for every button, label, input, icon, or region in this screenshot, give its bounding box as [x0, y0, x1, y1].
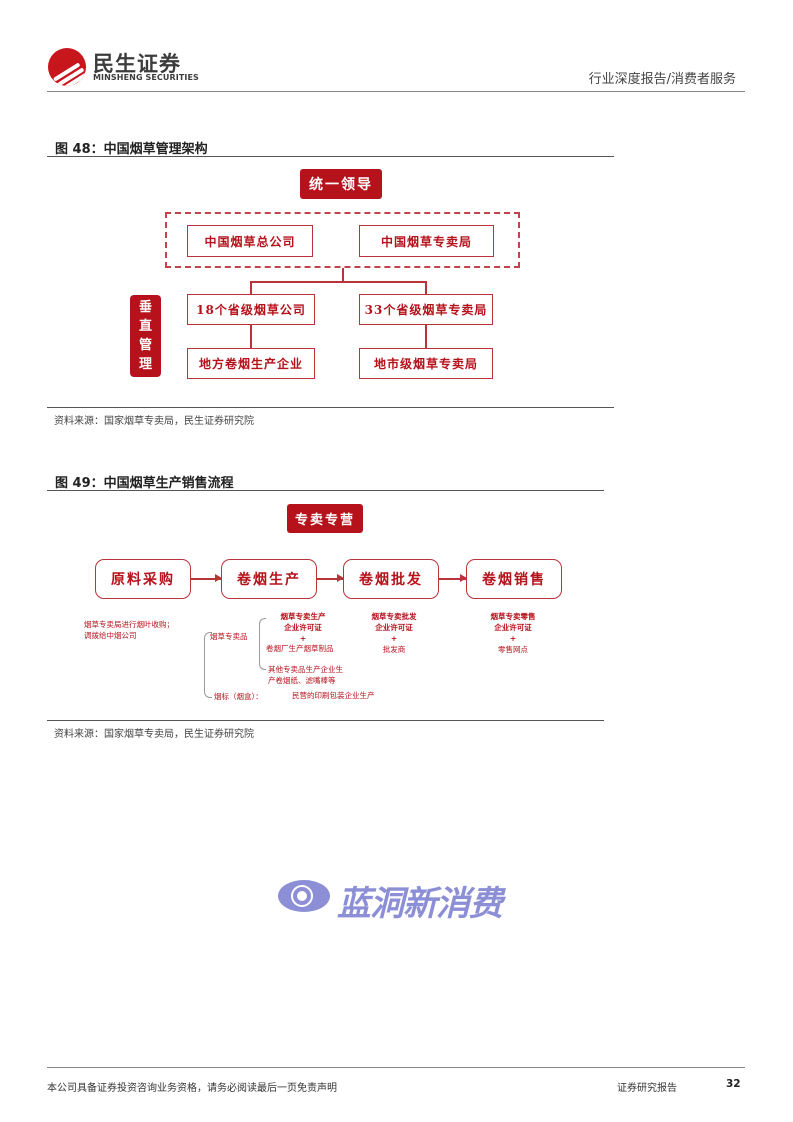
connector-line — [250, 325, 252, 348]
cigarette-factory-note: 卷烟厂生产烟草制品 — [266, 644, 334, 653]
production-license-line: 企业许可证 — [284, 623, 322, 632]
footer-doc-type: 证券研究报告 — [617, 1083, 677, 1094]
retail-license-note: 烟草专卖零售 企业许可证 + 零售网点 — [477, 611, 549, 655]
figure-49-top-rule — [47, 490, 604, 491]
figure-48-top-rule — [47, 156, 614, 157]
packaging-label: 烟标（烟盒）： — [214, 692, 263, 701]
figure-49-title: 图 49：中国烟草生产销售流程 — [55, 476, 234, 491]
provincial-tobacco-companies-box: 18个省级烟草公司 — [187, 294, 315, 325]
plus-sign: + — [299, 634, 307, 643]
figure-48-title: 图 48：中国烟草管理架构 — [55, 142, 208, 157]
provincial-monopoly-bureaus-box: 33个省级烟草专卖局 — [359, 294, 493, 325]
inner-brace — [259, 618, 266, 670]
other-goods-line: 产卷烟纸、滤嘴棒等 — [268, 676, 336, 685]
logo-english-name: MINSHENG SECURITIES — [93, 73, 199, 82]
production-license-note: 烟草专卖生产 企业许可证 + — [266, 611, 340, 644]
figure-48-source: 资料来源：国家烟草专卖局，民生证券研究院 — [54, 416, 254, 427]
monopoly-goods-label: 烟草专卖品 — [210, 632, 248, 641]
wholesaler-text: 批发商 — [382, 645, 406, 654]
monopoly-label: 专卖专营 — [287, 504, 363, 533]
page-number: 32 — [726, 1078, 741, 1090]
connector-line — [425, 281, 427, 294]
unified-leadership-label: 统一领导 — [300, 169, 382, 199]
step-cigarette-wholesale: 卷烟批发 — [343, 559, 439, 599]
figure-49-source: 资料来源：国家烟草专卖局，民生证券研究院 — [54, 729, 254, 740]
footer-disclaimer: 本公司具备证券投资咨询业务资格，请务必阅读最后一页免责声明 — [47, 1083, 337, 1094]
minsheng-logo-icon — [48, 48, 86, 86]
report-category: 行业深度报告/消费者服务 — [588, 72, 736, 87]
retail-license-line: 企业许可证 — [494, 623, 532, 632]
vertical-label-char: 垂 — [138, 300, 152, 315]
purchase-note-line: 烟草专卖局进行烟叶收购； — [84, 620, 174, 629]
connector-line — [342, 268, 344, 281]
watermark-eye-icon — [278, 880, 330, 912]
vertical-label-char: 理 — [138, 357, 152, 372]
dashed-group-frame — [165, 212, 520, 268]
connector-line — [250, 281, 252, 294]
connector-line — [425, 325, 427, 348]
arrow-right-icon — [439, 575, 467, 581]
arrow-right-icon — [317, 575, 344, 581]
other-goods-note: 其他专卖品生产企业生 产卷烟纸、滤嘴棒等 — [268, 664, 343, 686]
wholesale-license-line: 烟草专卖批发 — [371, 612, 417, 621]
connector-line — [250, 281, 426, 283]
vertical-label-char: 管 — [138, 338, 152, 353]
purchase-note-line: 调拨给中烟公司 — [84, 631, 137, 640]
china-tobacco-monopoly-admin-box: 中国烟草专卖局 — [359, 225, 494, 257]
step-cigarette-production: 卷烟生产 — [221, 559, 317, 599]
retail-license-line: 烟草专卖零售 — [490, 612, 536, 621]
local-cigarette-producers-box: 地方卷烟生产企业 — [187, 348, 315, 379]
plus-sign: + — [509, 634, 517, 643]
purchase-note: 烟草专卖局进行烟叶收购； 调拨给中烟公司 — [84, 619, 174, 641]
watermark-text: 蓝洞新消费 — [337, 884, 503, 924]
header-divider — [47, 91, 745, 92]
wholesale-license-note: 烟草专卖批发 企业许可证 + 批发商 — [358, 611, 430, 655]
footer-divider — [47, 1067, 745, 1068]
prefecture-monopoly-bureaus-box: 地市级烟草专卖局 — [359, 348, 493, 379]
vertical-label-char: 直 — [138, 319, 152, 334]
production-license-line: 烟草专卖生产 — [280, 612, 326, 621]
packaging-note: 民营的印刷包装企业生产 — [292, 691, 375, 700]
step-raw-material-purchase: 原料采购 — [95, 559, 191, 599]
vertical-management-label: 垂 直 管 理 — [130, 295, 161, 377]
wholesale-license-line: 企业许可证 — [375, 623, 413, 632]
plus-sign: + — [390, 634, 398, 643]
retail-outlet-text: 零售网点 — [498, 645, 528, 654]
figure-48-bottom-rule — [47, 407, 614, 408]
china-tobacco-corporation-box: 中国烟草总公司 — [187, 225, 313, 257]
figure-49-bottom-rule — [47, 720, 604, 721]
outer-brace — [204, 632, 212, 698]
arrow-right-icon — [191, 575, 222, 581]
step-cigarette-retail: 卷烟销售 — [466, 559, 562, 599]
logo-chinese-name: 民生证券 — [93, 52, 181, 76]
other-goods-line: 其他专卖品生产企业生 — [268, 665, 343, 674]
